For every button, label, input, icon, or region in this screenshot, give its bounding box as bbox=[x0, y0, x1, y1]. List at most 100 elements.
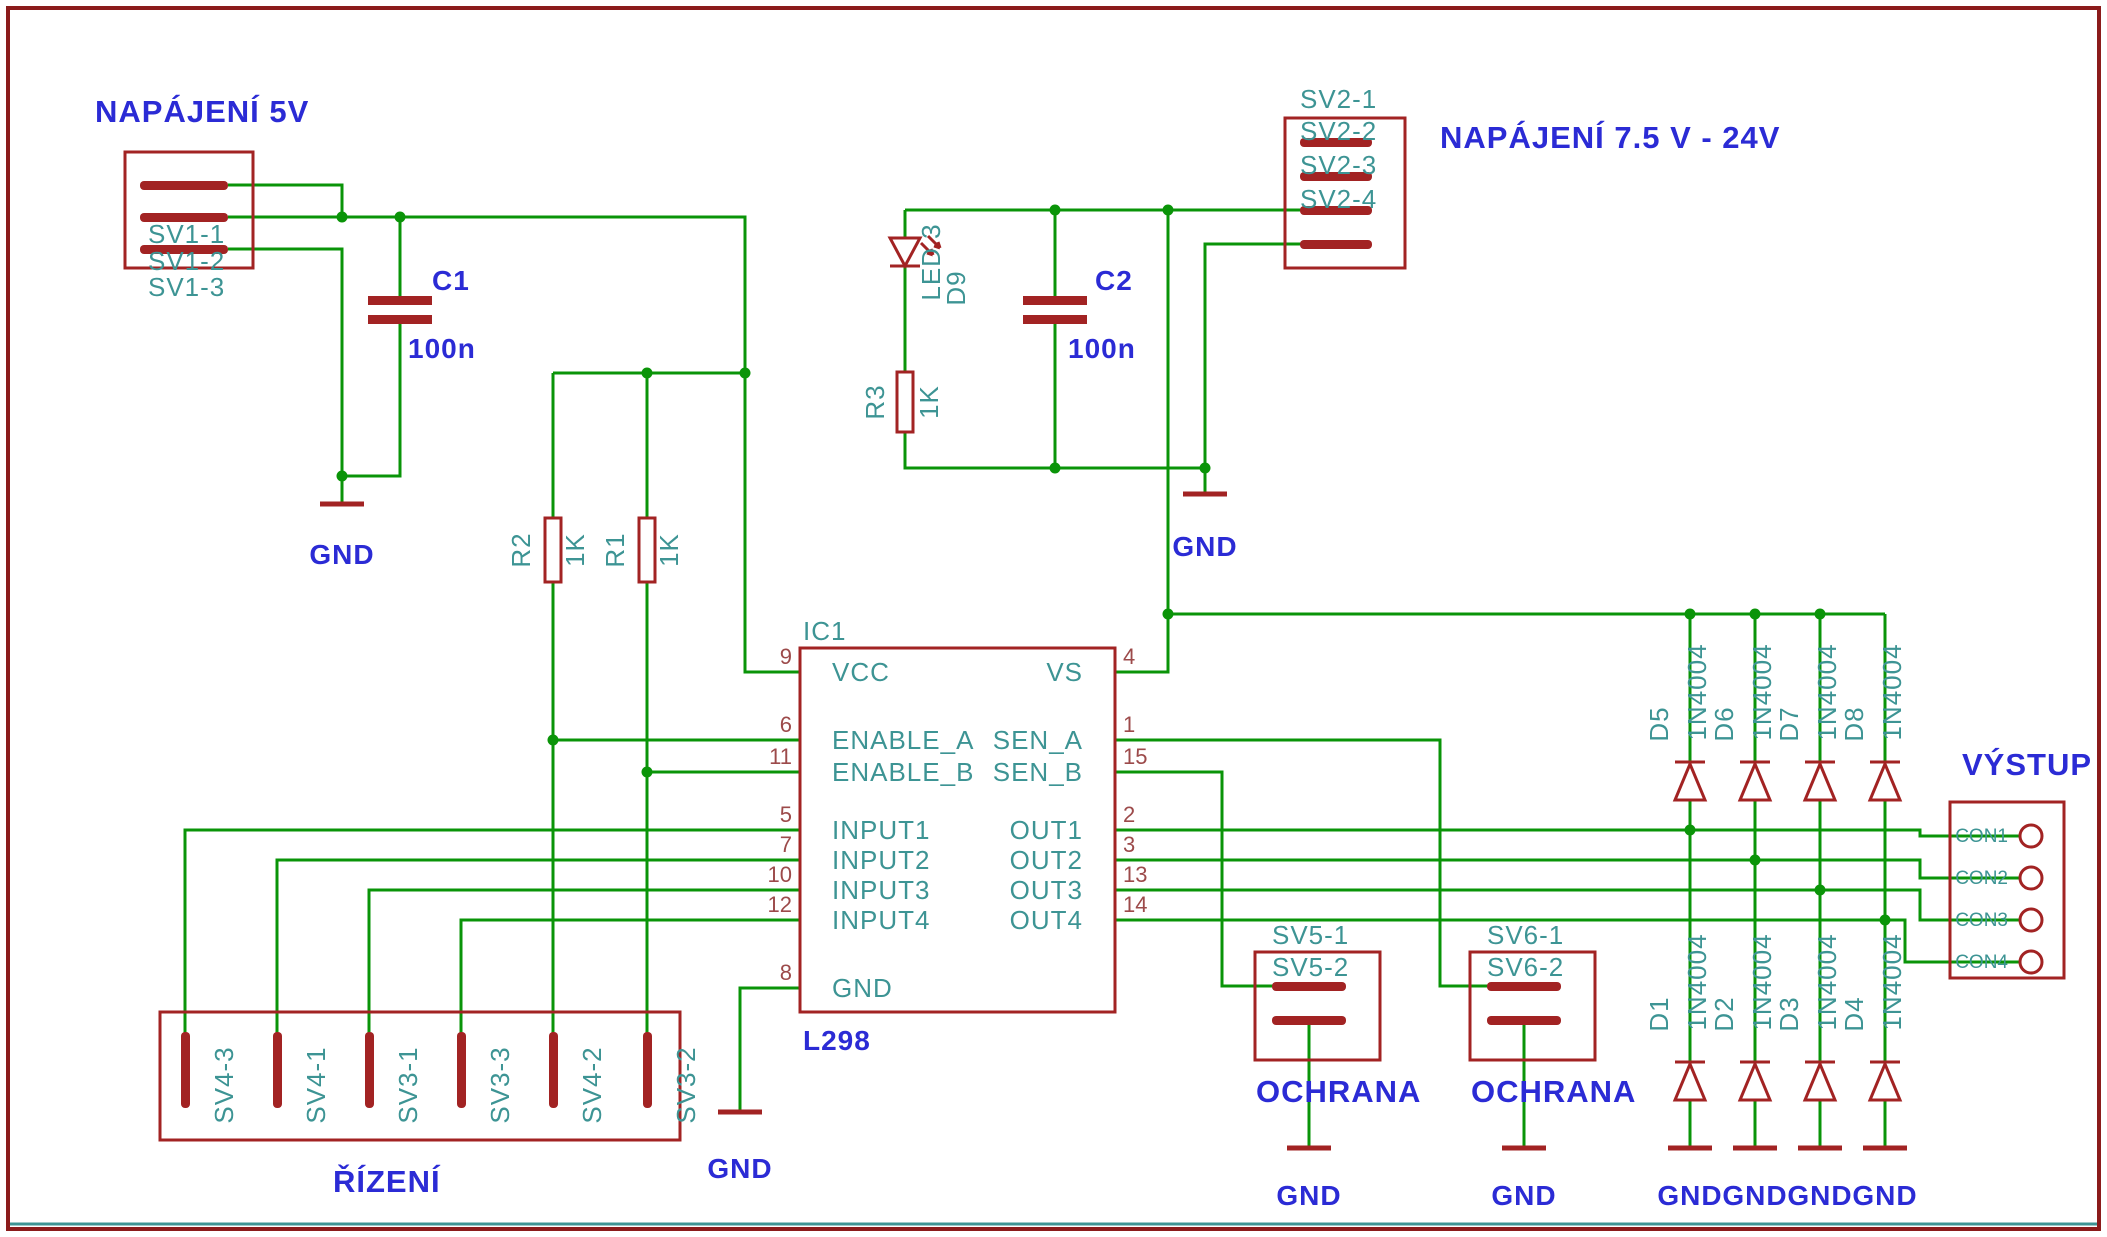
c2-capacitor: C2 100n bbox=[1023, 265, 1136, 364]
ic1-pin-name-gnd: GND bbox=[832, 973, 893, 1003]
control-pin-3 bbox=[365, 1032, 374, 1108]
junction-dot bbox=[394, 211, 406, 223]
d6-ref: D6 bbox=[1709, 706, 1739, 741]
sv5-pin-label-1: SV5-1 bbox=[1272, 920, 1349, 950]
r1-ref: R1 bbox=[600, 532, 630, 567]
d7-diode: D7 1N4004 bbox=[1774, 643, 1842, 802]
c2-plate-top bbox=[1023, 296, 1087, 305]
junction-dot bbox=[1684, 824, 1696, 836]
sv2-pin-label-2: SV2-2 bbox=[1300, 116, 1377, 146]
r3-resistor: R3 1K bbox=[860, 370, 944, 434]
control-pin-6 bbox=[643, 1032, 652, 1108]
d8-diode: D8 1N4004 bbox=[1839, 643, 1907, 802]
control-pin-label-6: SV3-2 bbox=[671, 1046, 701, 1123]
ic1-pin-num-vcc: 9 bbox=[780, 644, 792, 669]
sv6-pin-1 bbox=[1487, 982, 1561, 991]
con2-pin-circle bbox=[2018, 865, 2044, 891]
con2-label: CON2 bbox=[1955, 868, 2008, 889]
d2-diode: D2 1N4004 GND bbox=[1709, 933, 1787, 1211]
diode-triangle-icon bbox=[1802, 760, 1838, 802]
control-pin-4 bbox=[457, 1032, 466, 1108]
net-control-wires bbox=[183, 582, 801, 1036]
con3-pin-circle bbox=[2018, 907, 2044, 933]
power-5v-section: NAPÁJENÍ 5V SV1-1 SV1-2 SV1-3 C1 100n GN… bbox=[95, 94, 476, 570]
junction-dot bbox=[336, 470, 348, 482]
gnd-label: GND bbox=[1276, 1180, 1341, 1211]
sv6-body bbox=[1468, 950, 1597, 1062]
flyback-diodes-top: D5 1N4004 D6 1N4004 D7 1N4004 D8 1N4004 bbox=[1644, 643, 1907, 802]
d8-ref: D8 bbox=[1839, 706, 1869, 741]
control-pin-2 bbox=[273, 1032, 282, 1108]
c1-capacitor: C1 100n bbox=[368, 265, 476, 364]
d3-diode: D3 1N4004 GND bbox=[1774, 933, 1852, 1211]
sv1-pin-3 bbox=[140, 245, 228, 254]
c1-value: 100n bbox=[408, 333, 476, 364]
d5-value: 1N4004 bbox=[1682, 643, 1712, 740]
gnd-label: GND bbox=[309, 539, 374, 570]
net-vs-rail-wire bbox=[1116, 612, 1887, 762]
sv1-connector: SV1-1 SV1-2 SV1-3 bbox=[123, 150, 255, 302]
d9-led: LED 3 D9 bbox=[887, 223, 971, 306]
r2-resistor: R2 1K bbox=[506, 516, 590, 584]
ic1-pin-num-out1: 2 bbox=[1123, 802, 1135, 827]
ic1-pin-name-ena: ENABLE_A bbox=[832, 725, 974, 755]
d8-value: 1N4004 bbox=[1877, 643, 1907, 740]
ic1-pin-num-gnd: 8 bbox=[780, 960, 792, 985]
protection-right-section: SV6-1 SV6-2 OCHRANA GND bbox=[1468, 920, 1636, 1211]
gnd-label: GND bbox=[707, 1153, 772, 1184]
junction-dot bbox=[336, 211, 348, 223]
d4-diode: D4 1N4004 GND bbox=[1839, 933, 1917, 1211]
c2-value: 100n bbox=[1068, 333, 1136, 364]
ic1-ref: IC1 bbox=[803, 616, 846, 646]
junction-dot bbox=[1749, 854, 1761, 866]
sv2-pin-label-3: SV2-3 bbox=[1300, 150, 1377, 180]
junction-dot bbox=[1814, 608, 1826, 620]
net-gnd-right-wire bbox=[903, 242, 1302, 494]
ic1-pin-name-out2: OUT2 bbox=[1010, 845, 1083, 875]
net-vin-wire bbox=[903, 208, 1302, 614]
output-connector-body bbox=[1948, 800, 2066, 980]
c2-plate-bottom bbox=[1023, 315, 1087, 324]
ic1-pin-name-in4: INPUT4 bbox=[832, 905, 930, 935]
d4-value: 1N4004 bbox=[1877, 933, 1907, 1030]
sv5-body bbox=[1253, 950, 1382, 1062]
sv2-pin-label-1: SV2-1 bbox=[1300, 84, 1377, 114]
d5-diode: D5 1N4004 bbox=[1644, 643, 1712, 802]
junction-dot bbox=[1684, 608, 1696, 620]
control-pin-1 bbox=[181, 1032, 190, 1108]
ic1-pin-num-in1: 5 bbox=[780, 802, 792, 827]
r1-resistor: R1 1K bbox=[600, 516, 684, 584]
net-ic-gnd-wire bbox=[738, 986, 801, 1110]
sv6-pin-label-1: SV6-1 bbox=[1487, 920, 1564, 950]
d1-value: 1N4004 bbox=[1682, 933, 1712, 1030]
junction-dot bbox=[641, 367, 653, 379]
power-24v-section: NAPÁJENÍ 7.5 V - 24V SV2-1 SV2-2 SV2-3 S… bbox=[860, 84, 1779, 562]
con1-label: CON1 bbox=[1955, 826, 2008, 847]
d3-ref: D3 bbox=[1774, 996, 1804, 1031]
sv1-body bbox=[123, 150, 255, 270]
protection-right-title: OCHRANA bbox=[1471, 1074, 1636, 1109]
ic1-body bbox=[798, 646, 1117, 1014]
sv2-pin-2 bbox=[1300, 172, 1372, 181]
gnd-symbol-left: GND bbox=[309, 501, 374, 570]
junction-dot bbox=[1162, 608, 1174, 620]
ic1-pin-name-out3: OUT3 bbox=[1010, 875, 1083, 905]
ic1-pin-num-out3: 13 bbox=[1123, 862, 1147, 887]
junction-dot bbox=[739, 367, 751, 379]
output-section: VÝSTUP CON1 CON2 CON3 CON4 bbox=[1948, 747, 2091, 980]
sv2-pin-label-4: SV2-4 bbox=[1300, 184, 1377, 214]
sv6-pin-2 bbox=[1487, 1016, 1561, 1025]
ic1-pin-num-enb: 11 bbox=[769, 744, 792, 769]
ic1-pin-name-vs: VS bbox=[1046, 657, 1083, 687]
junction-dot bbox=[1879, 914, 1891, 926]
d1-diode: D1 1N4004 GND bbox=[1644, 933, 1722, 1211]
gnd-label: GND bbox=[1491, 1180, 1556, 1211]
d7-value: 1N4004 bbox=[1812, 643, 1842, 740]
junction-dot bbox=[1049, 462, 1061, 474]
ic1-pin-num-out2: 3 bbox=[1123, 832, 1135, 857]
control-title: ŘÍZENÍ bbox=[333, 1163, 441, 1199]
net-5v-wire bbox=[228, 183, 801, 674]
junction-dot bbox=[547, 734, 559, 746]
